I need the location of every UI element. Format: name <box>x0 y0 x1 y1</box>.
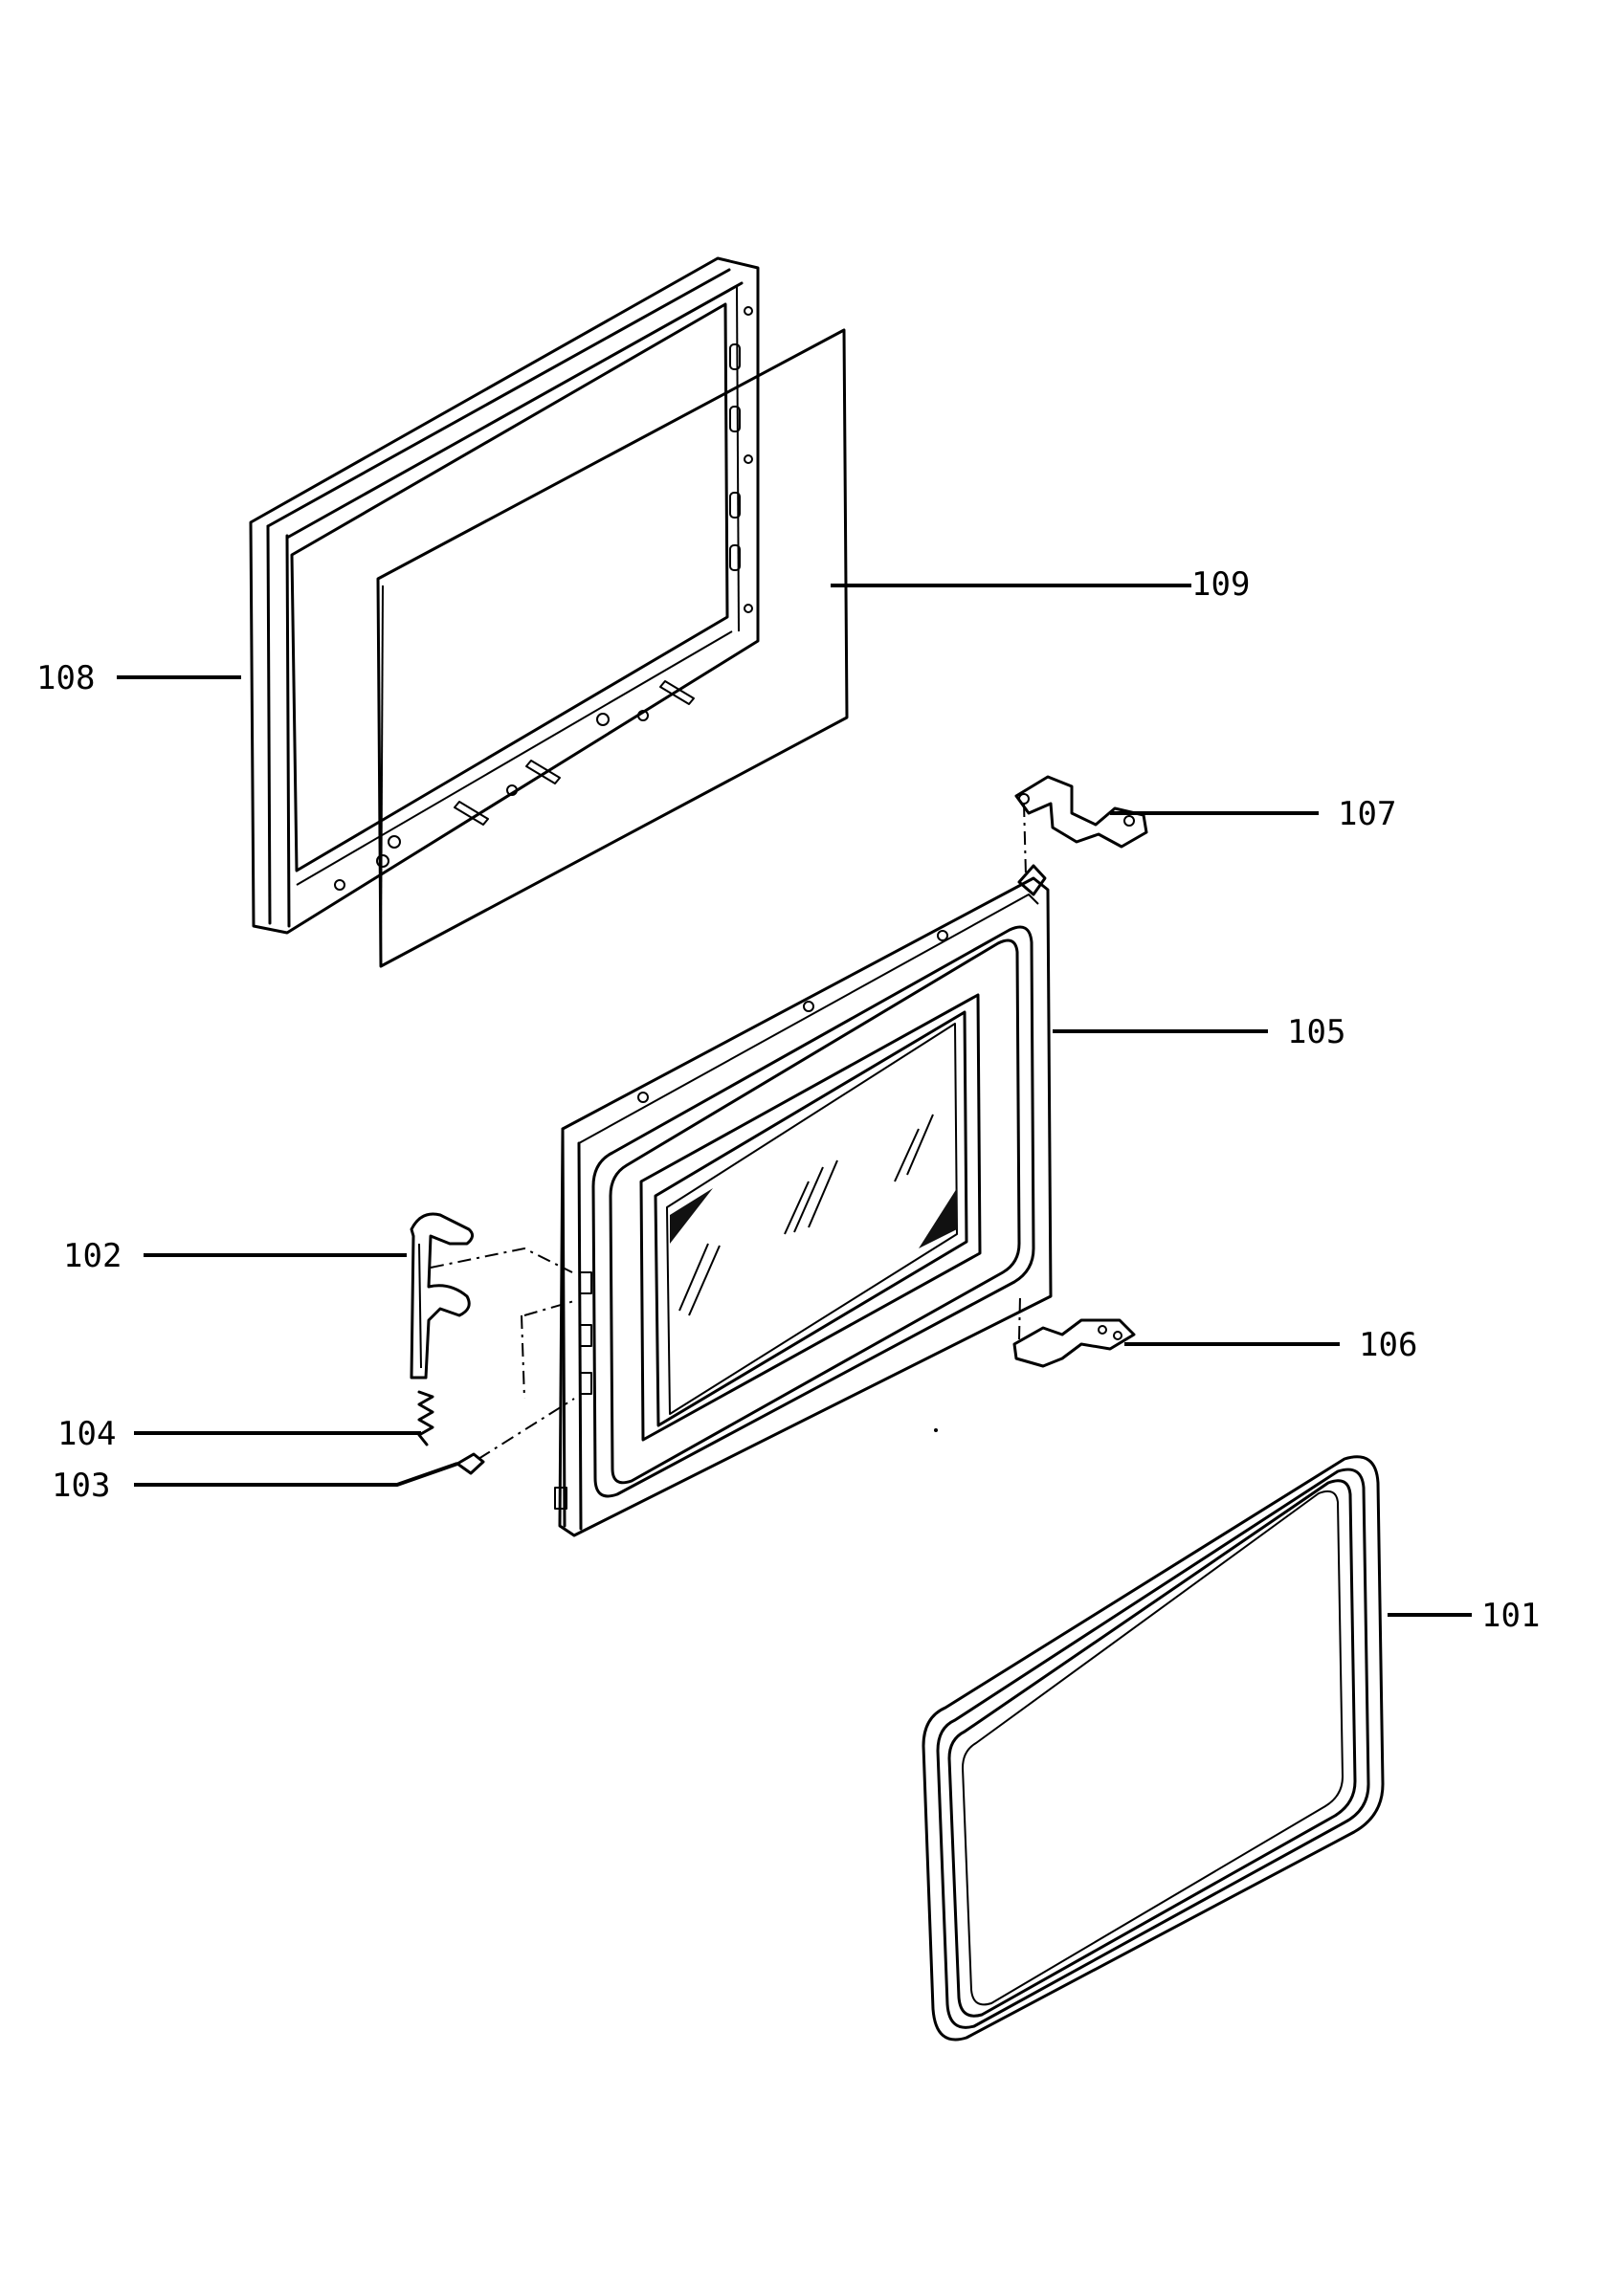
callout-leaders <box>117 584 1472 1617</box>
callout-105: 105 <box>1287 1013 1345 1051</box>
callout-108: 108 <box>36 659 95 697</box>
part-109-glass-panel <box>376 328 849 968</box>
callout-labels: 109 108 107 105 102 106 104 103 101 <box>36 565 1540 1635</box>
part-105-inner-door <box>554 864 1053 1537</box>
callout-102: 102 <box>63 1237 122 1275</box>
part-108-door-frame <box>249 256 760 935</box>
part-102-latch-hooks <box>410 1212 573 1380</box>
part-103-pin <box>455 1300 575 1475</box>
part-107-top-hinge <box>1014 775 1148 876</box>
callout-101: 101 <box>1481 1597 1540 1635</box>
part-104-spring <box>417 1390 434 1446</box>
callout-107: 107 <box>1338 795 1396 833</box>
callout-104: 104 <box>57 1415 116 1453</box>
callout-103: 103 <box>52 1467 110 1505</box>
callout-109: 109 <box>1191 565 1250 604</box>
stray-mark <box>934 1428 938 1432</box>
callout-106: 106 <box>1359 1326 1417 1364</box>
part-101-door-seal <box>922 1455 1385 2042</box>
part-106-bottom-hinge <box>1012 1295 1136 1368</box>
